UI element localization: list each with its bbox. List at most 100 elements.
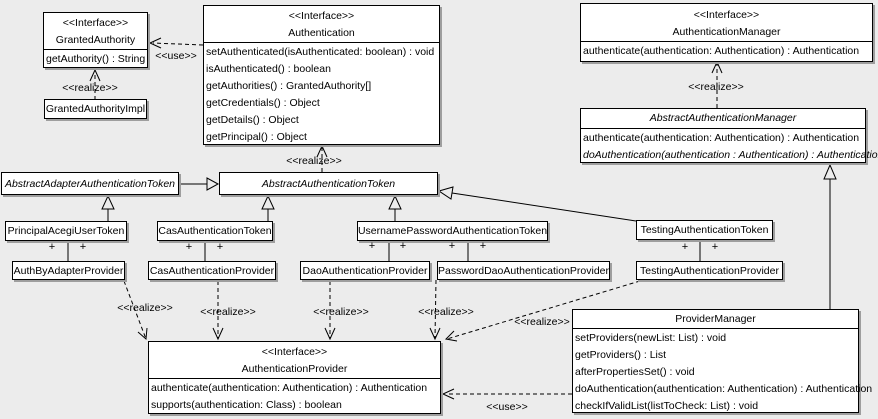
realize-label: <<realize>> (200, 306, 256, 318)
realize-authbyadapter-to-authprovider (123, 280, 148, 341)
generalization-principal-to-adapter (101, 194, 115, 221)
class-authentication-manager[interactable]: <<Interface>> AuthenticationManager auth… (580, 3, 873, 62)
class-methods: getAuthority() : String (44, 49, 147, 68)
use-authentication-to-grantedauthority (148, 37, 204, 49)
class-username-password-authentication-token[interactable]: UsernamePasswordAuthenticationToken (357, 221, 548, 241)
class-header: <<Interface>> AuthenticationManager (581, 4, 872, 41)
class-methods: authenticate(authentication: Authenticat… (581, 41, 872, 60)
class-cas-authentication-token[interactable]: CasAuthenticationToken (157, 221, 273, 241)
realize-token-to-authentication (316, 144, 328, 172)
generalization-cas-to-token (261, 194, 275, 221)
realize-impl-to-grantedauthority (89, 68, 101, 100)
class-header: ProviderManager (573, 310, 858, 328)
association-plus: + (368, 240, 376, 252)
class-stereotype: <<Interface>> (288, 10, 355, 22)
realize-daoprovider-to-authprovider (324, 281, 336, 341)
uml-method: authenticate(authentication: Authenticat… (583, 45, 860, 57)
class-header: <<Interface>> Authentication (204, 6, 439, 42)
class-name: GrantedAuthority (55, 34, 136, 46)
use-providermanager-to-authprovider (441, 388, 572, 400)
uml-method: setAuthenticated(isAuthenticated: boolea… (206, 46, 435, 58)
realize-label: <<realize>> (688, 81, 744, 93)
class-granted-authority[interactable]: <<Interface>> GrantedAuthority getAuthor… (43, 12, 148, 68)
association-plus: + (448, 240, 456, 252)
class-name: AbstractAdapterAuthenticationToken (4, 177, 176, 190)
uml-method: doAuthentication(authentication: Authent… (575, 383, 873, 395)
realize-testingprovider-to-authprovider (444, 280, 641, 342)
class-name: PrincipalAcegiUserToken (7, 225, 125, 237)
class-stereotype: <<Interface>> (693, 9, 760, 21)
uml-method: getProviders() : List (575, 349, 667, 361)
association-plus: + (399, 240, 407, 252)
association-plus: + (711, 241, 719, 253)
class-testing-authentication-provider[interactable]: TestingAuthenticationProvider (636, 261, 783, 280)
generalization-usernamepassword-to-token (388, 194, 402, 221)
class-testing-authentication-token[interactable]: TestingAuthenticationToken (636, 220, 773, 240)
realize-label: <<realize>> (418, 306, 474, 318)
class-name: AuthenticationManager (672, 26, 781, 38)
uml-method: setProviders(newList: List) : void (575, 332, 727, 344)
class-abstract-adapter-authentication-token[interactable]: AbstractAdapterAuthenticationToken (1, 172, 179, 195)
class-name: GrantedAuthorityImpl (45, 103, 146, 115)
uml-method: checkIfValidList(listToCheck: List) : vo… (575, 400, 759, 412)
association-plus: + (185, 241, 193, 253)
class-abstract-authentication-token[interactable]: AbstractAuthenticationToken (219, 172, 438, 195)
class-name: CasAuthenticationToken (158, 225, 272, 237)
class-auth-by-adapter-provider[interactable]: AuthByAdapterProvider (12, 261, 125, 280)
class-granted-authority-impl[interactable]: GrantedAuthorityImpl (44, 99, 147, 119)
association-plus: + (479, 240, 487, 252)
class-provider-manager[interactable]: ProviderManager setProviders(newList: Li… (572, 309, 873, 415)
class-methods: setProviders(newList: List) : void getPr… (573, 328, 873, 415)
generalization-providermanager-to-abstractmanager (823, 163, 837, 309)
association-plus: + (216, 241, 224, 253)
class-methods: authenticate(authentication: Authenticat… (581, 128, 878, 164)
class-methods: authenticate(authentication: Authenticat… (149, 378, 440, 414)
realize-abstractmanager-to-manager (711, 60, 723, 108)
use-label: <<use>> (155, 50, 197, 62)
association-plus: + (79, 241, 87, 253)
class-methods: setAuthenticated(isAuthenticated: boolea… (204, 42, 439, 146)
class-name: AuthenticationProvider (241, 363, 348, 375)
use-label: <<use>> (486, 401, 528, 413)
class-name: UsernamePasswordAuthenticationToken (357, 225, 548, 237)
realize-label: <<realize>> (514, 316, 570, 328)
class-name: PasswordDaoAuthenticationProvider (438, 264, 610, 277)
class-name: AbstractAuthenticationToken (261, 177, 396, 190)
class-name: CasAuthenticationProvider (149, 264, 275, 277)
uml-method: supports(authentication: Class) : boolea… (151, 399, 342, 411)
realize-label: <<realize>> (62, 82, 118, 94)
class-principal-acegi-user-token[interactable]: PrincipalAcegiUserToken (5, 221, 127, 241)
class-name: TestingAuthenticationProvider (640, 264, 779, 277)
realize-label: <<realize>> (117, 302, 173, 314)
uml-method: getAuthority() : String (46, 53, 146, 65)
class-abstract-authentication-manager[interactable]: AbstractAuthenticationManager authentica… (580, 108, 878, 164)
uml-method: doAuthentication(authentication : Authen… (583, 149, 878, 161)
class-name: DaoAuthenticationProvider (302, 264, 428, 277)
uml-method: afterPropertiesSet() : void (575, 366, 695, 378)
uml-method: authenticate(authentication: Authenticat… (583, 132, 860, 144)
uml-method: getPrincipal() : Object (206, 131, 307, 143)
class-dao-authentication-provider[interactable]: DaoAuthenticationProvider (300, 261, 430, 280)
class-authentication[interactable]: <<Interface>> Authentication setAuthenti… (203, 5, 440, 145)
uml-method: getDetails() : Object (206, 114, 299, 126)
class-header: <<Interface>> AuthenticationProvider (149, 342, 440, 378)
generalization-testing-to-token (437, 186, 637, 222)
class-header: AbstractAuthenticationManager (581, 109, 865, 128)
uml-method: authenticate(authentication: Authenticat… (151, 382, 428, 394)
realize-label: <<realize>> (313, 306, 369, 318)
uml-method: getCredentials() : Object (206, 97, 320, 109)
class-password-dao-authentication-provider[interactable]: PasswordDaoAuthenticationProvider (437, 261, 610, 280)
class-stereotype: <<Interface>> (62, 17, 129, 29)
realize-casprovider-to-authprovider (212, 281, 224, 341)
class-cas-authentication-provider[interactable]: CasAuthenticationProvider (148, 261, 276, 280)
realize-label: <<realize>> (286, 155, 342, 167)
class-authentication-provider[interactable]: <<Interface>> AuthenticationProvider aut… (148, 341, 441, 414)
class-name: ProviderManager (675, 313, 756, 325)
uml-method: getAuthorities() : GrantedAuthority[] (206, 80, 372, 92)
class-header: <<Interface>> GrantedAuthority (44, 13, 147, 49)
class-name: AuthByAdapterProvider (13, 264, 124, 277)
uml-method: isAuthenticated() : boolean (206, 63, 331, 75)
association-plus: + (48, 241, 56, 253)
